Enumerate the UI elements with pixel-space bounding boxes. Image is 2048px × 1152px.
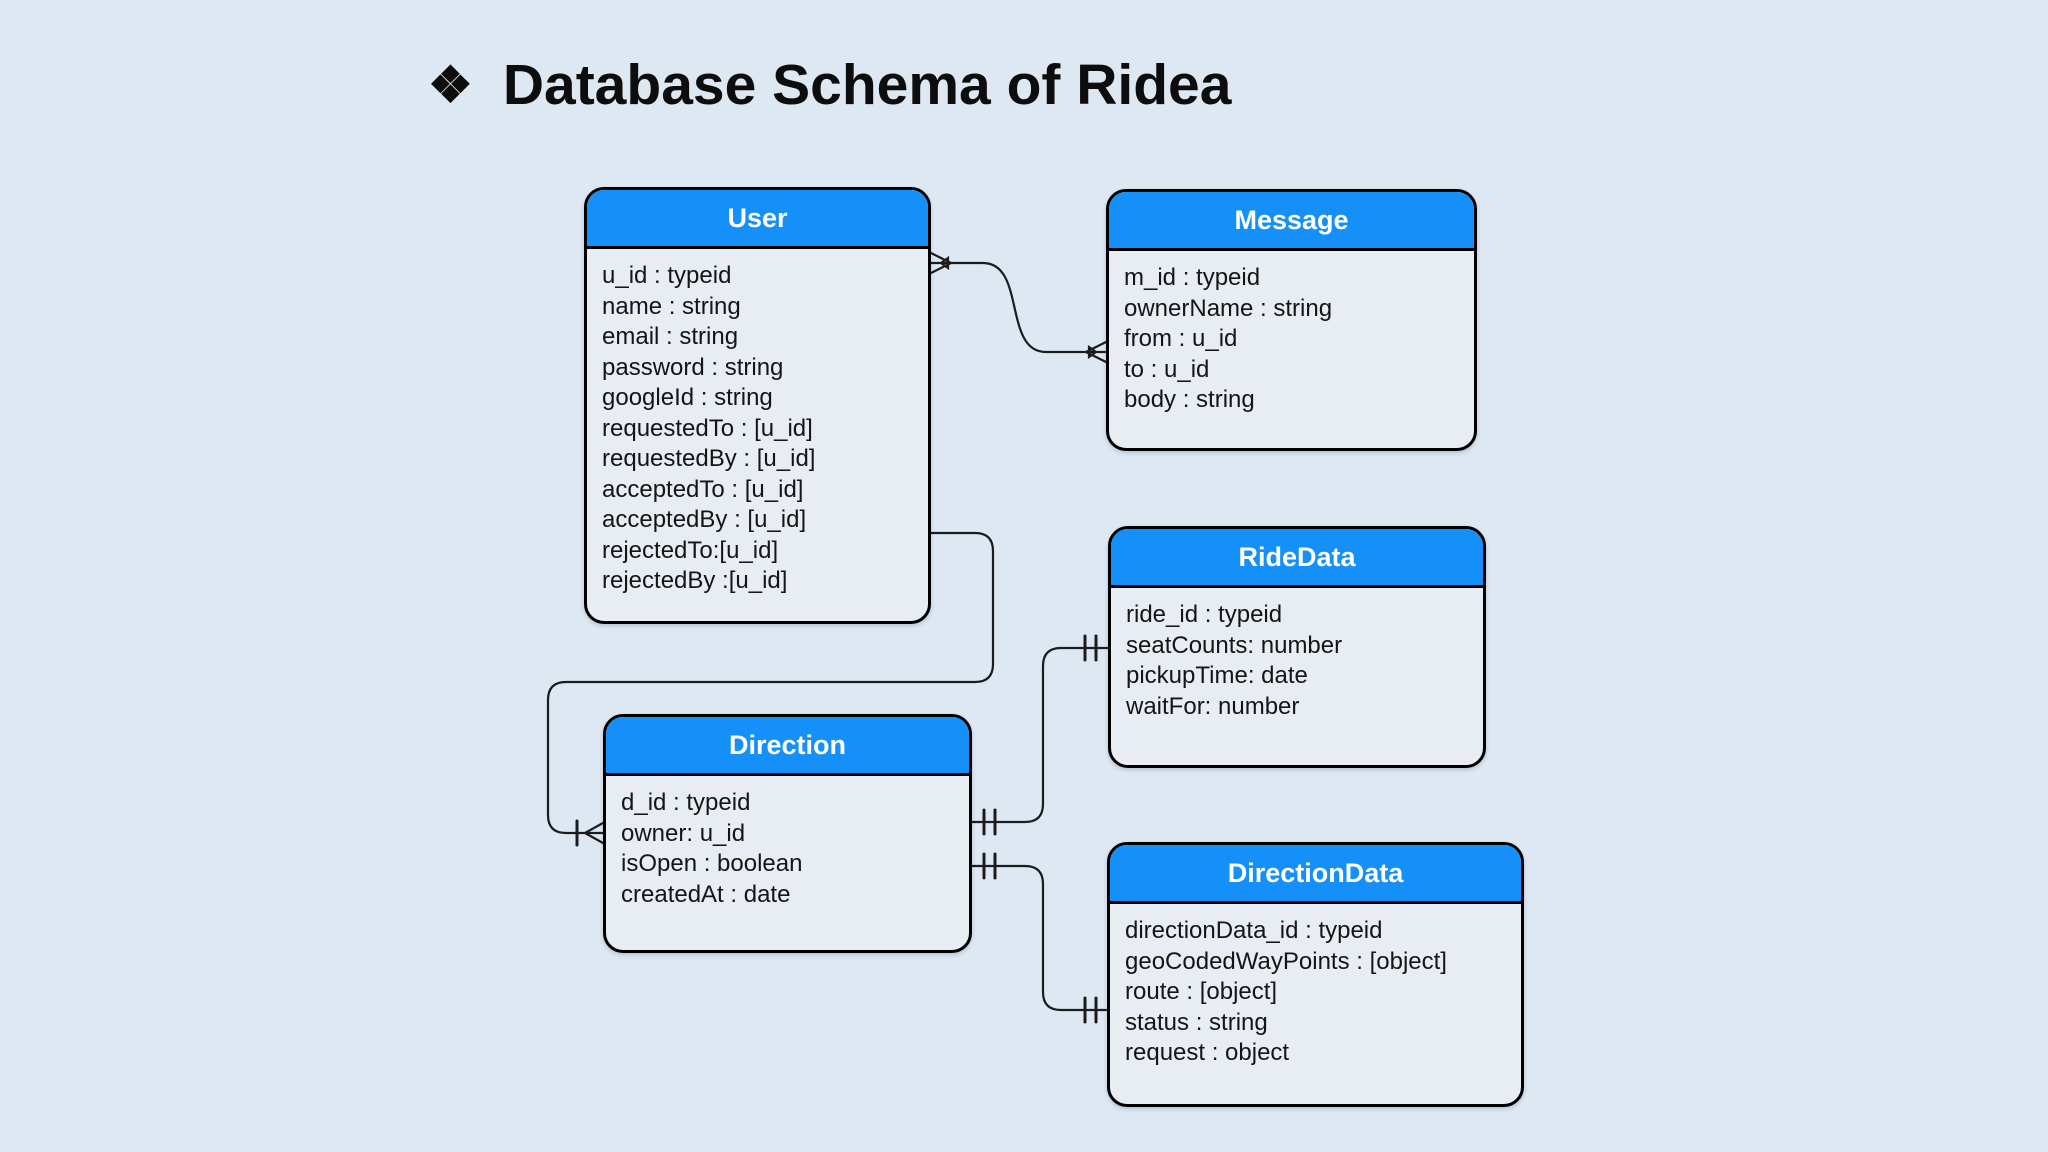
connector-user-direction-path (546, 531, 995, 835)
connector-direction-ridedata-path (969, 646, 1110, 824)
one-bars-at-directiondata (1083, 996, 1098, 1024)
field: ownerName : string (1124, 294, 1333, 322)
entity-message: Message m_id : typeid ownerName : string… (1106, 189, 1477, 451)
field: requestedTo : [u_id] (602, 414, 813, 442)
entity-direction-title: Direction (606, 717, 969, 776)
connector-direction-directiondata-path (969, 864, 1108, 1012)
entity-direction-fields: d_id : typeid owner: u_id isOpen : boole… (606, 776, 969, 918)
entity-message-title: Message (1109, 192, 1474, 251)
field: owner: u_id (621, 819, 746, 847)
crowfoot-many-at-direction (583, 821, 605, 845)
one-bars-at-direction-top (982, 808, 997, 836)
entity-direction: Direction d_id : typeid owner: u_id isOp… (603, 714, 972, 953)
field: isOpen : boolean (621, 850, 803, 877)
connector-direction-directiondata (969, 852, 1108, 1024)
field: status : string (1125, 1008, 1268, 1036)
field: password : string (602, 353, 784, 381)
field: requestedBy : [u_id] (602, 445, 816, 472)
entity-ridedata-fields: ride_id : typeid seatCounts: number pick… (1111, 588, 1483, 730)
field: createdAt : date (621, 880, 791, 908)
connector-user-message-path (949, 261, 1088, 354)
field: ride_id : typeid (1126, 601, 1283, 628)
field: googleId : string (602, 384, 773, 411)
diamond-bullet-icon: ❖ (428, 57, 473, 113)
entity-user-title: User (587, 190, 928, 249)
one-bars-at-direction-bottom (982, 852, 997, 880)
field: rejectedTo:[u_id] (602, 536, 779, 564)
field: route : [object] (1125, 978, 1278, 1005)
crowfoot-many-at-message (1084, 340, 1108, 364)
field: directionData_id : typeid (1125, 917, 1383, 944)
connector-direction-ridedata (969, 634, 1110, 836)
field: rejectedBy :[u_id] (602, 567, 788, 594)
entity-ridedata-title: RideData (1111, 529, 1483, 588)
field: pickupTime: date (1126, 662, 1308, 689)
field: u_id : typeid (602, 262, 732, 289)
connector-user-direction (546, 531, 995, 847)
crowfoot-many-at-user (929, 251, 953, 275)
page-title: ❖ Database Schema of Ridea (428, 52, 1231, 118)
connector-user-message (929, 251, 1108, 364)
field: acceptedTo : [u_id] (602, 475, 804, 503)
entity-ridedata: RideData ride_id : typeid seatCounts: nu… (1108, 526, 1486, 768)
entity-directiondata: DirectionData directionData_id : typeid … (1107, 842, 1524, 1107)
field: acceptedBy : [u_id] (602, 506, 807, 533)
entity-directiondata-title: DirectionData (1110, 845, 1521, 904)
field: seatCounts: number (1126, 631, 1343, 659)
entity-user-fields: u_id : typeid name : string email : stri… (587, 249, 928, 605)
page-title-text: Database Schema of Ridea (502, 53, 1232, 117)
field: to : u_id (1124, 355, 1210, 383)
field: body : string (1124, 386, 1255, 413)
field: geoCodedWayPoints : [object] (1125, 947, 1447, 975)
field: m_id : typeid (1124, 264, 1261, 291)
field: request : object (1125, 1039, 1290, 1066)
entity-user: User u_id : typeid name : string email :… (584, 187, 931, 624)
entity-directiondata-fields: directionData_id : typeid geoCodedWayPoi… (1110, 904, 1521, 1077)
field: waitFor: number (1126, 692, 1300, 720)
one-bars-at-ridedata (1083, 634, 1098, 662)
field: email : string (602, 323, 739, 350)
field: d_id : typeid (621, 789, 751, 816)
field: name : string (602, 292, 741, 320)
field: from : u_id (1124, 325, 1238, 352)
entity-message-fields: m_id : typeid ownerName : string from : … (1109, 251, 1474, 424)
